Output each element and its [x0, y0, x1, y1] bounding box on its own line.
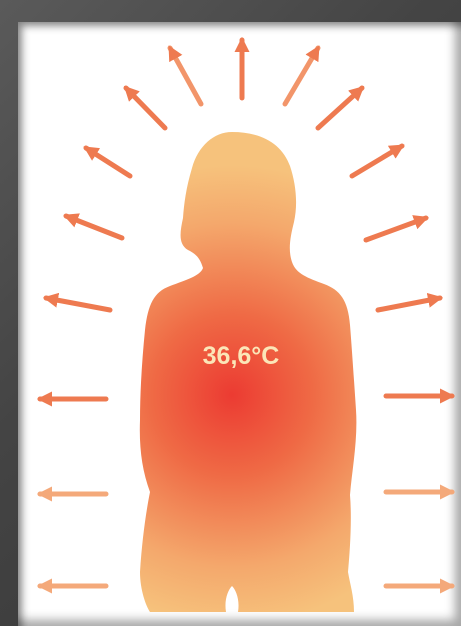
arrow-left-3: [86, 148, 130, 176]
human-silhouette: [140, 132, 357, 612]
body-temperature-label: 36,6°C: [203, 342, 280, 370]
arrow-right-5: [378, 298, 440, 310]
arrow-left-4: [66, 216, 122, 238]
arrow-up-right-1: [285, 48, 318, 104]
arrow-up-left-2: [126, 88, 165, 128]
arrow-left-5: [46, 298, 110, 310]
arrow-right-3: [352, 146, 402, 176]
arrow-right-4: [366, 218, 426, 240]
arrow-up-left-1: [170, 48, 201, 104]
arrow-up-right-2: [318, 88, 362, 128]
